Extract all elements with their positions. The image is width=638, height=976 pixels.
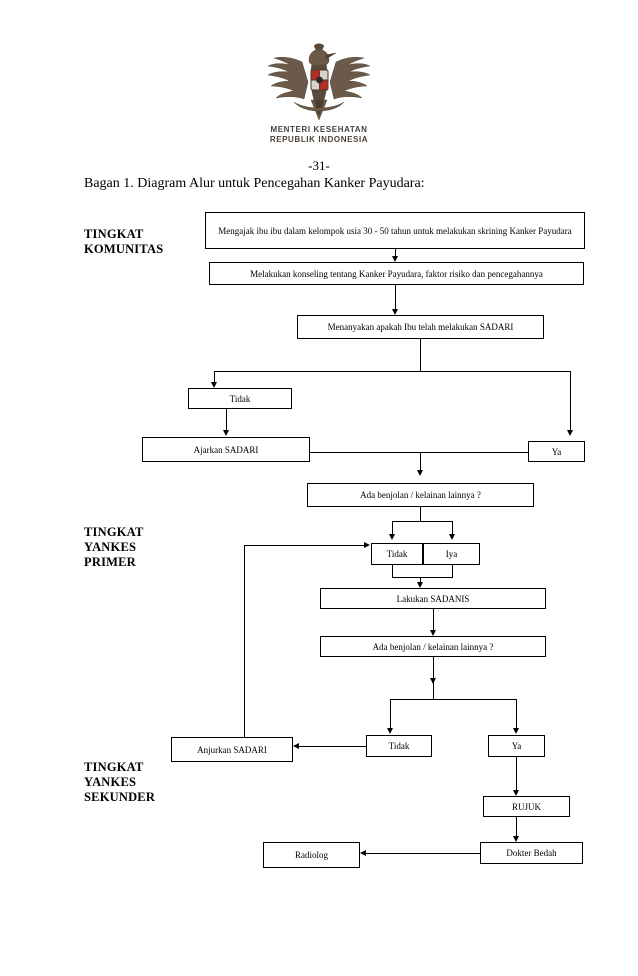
node-benjolan-1: Ada benjolan / kelainan lainnya ? — [307, 483, 534, 507]
connector-tanya-down — [420, 339, 421, 371]
connector-benjolan1-left — [392, 521, 393, 534]
arrowhead-ya3-to-rujuk — [512, 790, 519, 796]
connector-tidak3-to-anjurkan — [299, 746, 366, 747]
arrowhead-benjolan2-right — [512, 728, 519, 734]
arrowhead-tidak1-to-ajarkan — [222, 430, 229, 436]
ministry-emblem: MENTERI KESEHATAN REPUBLIK INDONESIA — [252, 42, 386, 154]
connector-benjolan1-right — [452, 521, 453, 534]
node-rujuk: RUJUK — [483, 796, 570, 817]
arrowhead-benjolan2-left — [386, 728, 393, 734]
connector-loop-horizontal — [244, 545, 364, 546]
tier-label-yankes-sekunder: TINGKAT YANKES SEKUNDER — [84, 760, 156, 804]
connector-konseling-to-tanya — [395, 285, 396, 309]
arrowhead-bar-to-benjolan1 — [416, 470, 423, 476]
arrowhead-benjolan1-right — [448, 534, 455, 540]
node-tidak-1: Tidak — [188, 388, 292, 409]
arrowhead-benjolan2-down — [429, 678, 436, 684]
node-tidak-2: Tidak — [371, 543, 423, 565]
connector-iya2-down — [452, 565, 453, 577]
node-ya-1: Ya — [528, 441, 585, 462]
node-tidak-3: Tidak — [366, 735, 432, 757]
connector-benjolan1-split-bar — [392, 521, 453, 522]
connector-benjolan1-down — [420, 507, 421, 521]
connector-rujuk-to-dokter — [516, 817, 517, 836]
arrowhead-konseling-to-tanya — [391, 309, 398, 315]
node-lakukan-sadanis: Lakukan SADANIS — [320, 588, 546, 609]
connector-benjolan2-split-bar — [390, 699, 516, 700]
arrowhead-split-right — [566, 430, 573, 436]
page-title: Bagan 1. Diagram Alur untuk Pencegahan K… — [84, 176, 425, 191]
node-ajak-skrining: Mengajak ibu ibu dalam kelompok usia 30 … — [205, 212, 585, 249]
connector-tidak2-down — [392, 565, 393, 577]
connector-split-right — [570, 371, 571, 430]
node-radiolog: Radiolog — [263, 842, 360, 868]
arrowhead-benjolan1-left — [388, 534, 395, 540]
connector-benjolan2-right — [516, 699, 517, 728]
tier-label-yankes-primer: TINGKAT YANKES PRIMER — [84, 525, 144, 569]
arrowhead-split-left — [210, 382, 217, 388]
node-konseling: Melakukan konseling tentang Kanker Payud… — [209, 262, 584, 285]
node-dokter-bedah: Dokter Bedah — [480, 842, 583, 864]
connector-loop-vertical — [244, 545, 245, 737]
connector-benjolan2-left — [390, 699, 391, 728]
node-benjolan-2: Ada benjolan / kelainan lainnya ? — [320, 636, 546, 657]
arrowhead-rujuk-to-dokter — [512, 836, 519, 842]
arrowhead-dokter-to-radiolog — [360, 849, 366, 856]
arrowhead-sadanis-to-benjolan2 — [429, 630, 436, 636]
node-iya-2: Iya — [423, 543, 480, 565]
connector-ajak-to-konseling — [395, 249, 396, 257]
page-number: -31- — [308, 158, 330, 173]
node-tanya-sadari: Menanyakan apakah Ibu telah melakukan SA… — [297, 315, 544, 339]
node-anjurkan-sadari: Anjurkan SADARI — [171, 737, 293, 762]
arrowhead-tidak3-to-anjurkan — [293, 742, 299, 749]
node-ajarkan-sadari: Ajarkan SADARI — [142, 437, 310, 462]
connector-merge-bar — [392, 577, 453, 578]
garuda-pancasila-icon — [264, 42, 374, 124]
arrowhead-merge-to-sadanis — [416, 582, 423, 588]
node-ya-3: Ya — [488, 735, 545, 757]
arrowhead-ajak-to-konseling — [391, 256, 398, 262]
connector-merge-to-sadanis — [420, 577, 421, 582]
connector-dokter-to-radiolog — [366, 853, 480, 854]
arrowhead-loop-to-tidak2 — [364, 541, 370, 548]
connector-ajarkan-ya-bar — [310, 452, 528, 453]
connector-bar-to-benjolan1 — [420, 452, 421, 470]
tier-label-komunitas: TINGKAT KOMUNITAS — [84, 227, 164, 256]
connector-sadanis-to-benjolan2 — [433, 609, 434, 630]
connector-tidak1-to-ajarkan — [226, 409, 227, 430]
connector-split-left — [214, 371, 215, 382]
connector-tanya-split-bar — [214, 371, 571, 372]
connector-ya3-to-rujuk — [516, 757, 517, 790]
emblem-caption: MENTERI KESEHATAN REPUBLIK INDONESIA — [269, 125, 369, 144]
